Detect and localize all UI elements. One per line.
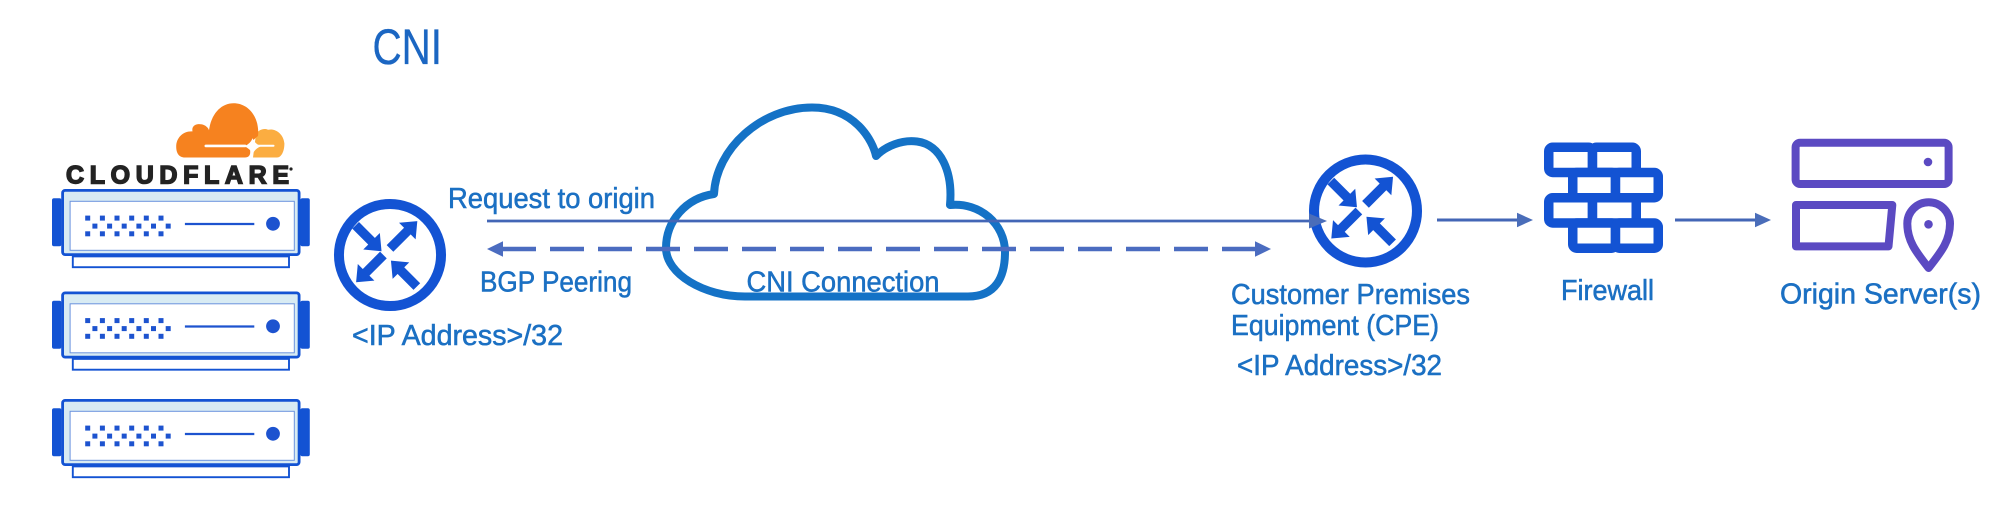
svg-text:Origin Server(s): Origin Server(s) xyxy=(1780,279,1981,311)
svg-text:CNI Connection: CNI Connection xyxy=(747,266,940,298)
svg-text:<IP Address>/32: <IP Address>/32 xyxy=(1237,350,1442,382)
svg-text:Request to origin: Request to origin xyxy=(448,183,655,215)
svg-text:Customer Premises: Customer Premises xyxy=(1231,279,1470,311)
svg-text:<IP Address>/32: <IP Address>/32 xyxy=(352,320,563,352)
svg-text:Equipment (CPE): Equipment (CPE) xyxy=(1231,310,1439,342)
svg-text:Firewall: Firewall xyxy=(1561,275,1654,307)
svg-text:CNI: CNI xyxy=(373,19,443,75)
svg-text:BGP Peering: BGP Peering xyxy=(480,266,632,298)
svg-text:CLOUDFLARE: CLOUDFLARE xyxy=(66,162,289,190)
